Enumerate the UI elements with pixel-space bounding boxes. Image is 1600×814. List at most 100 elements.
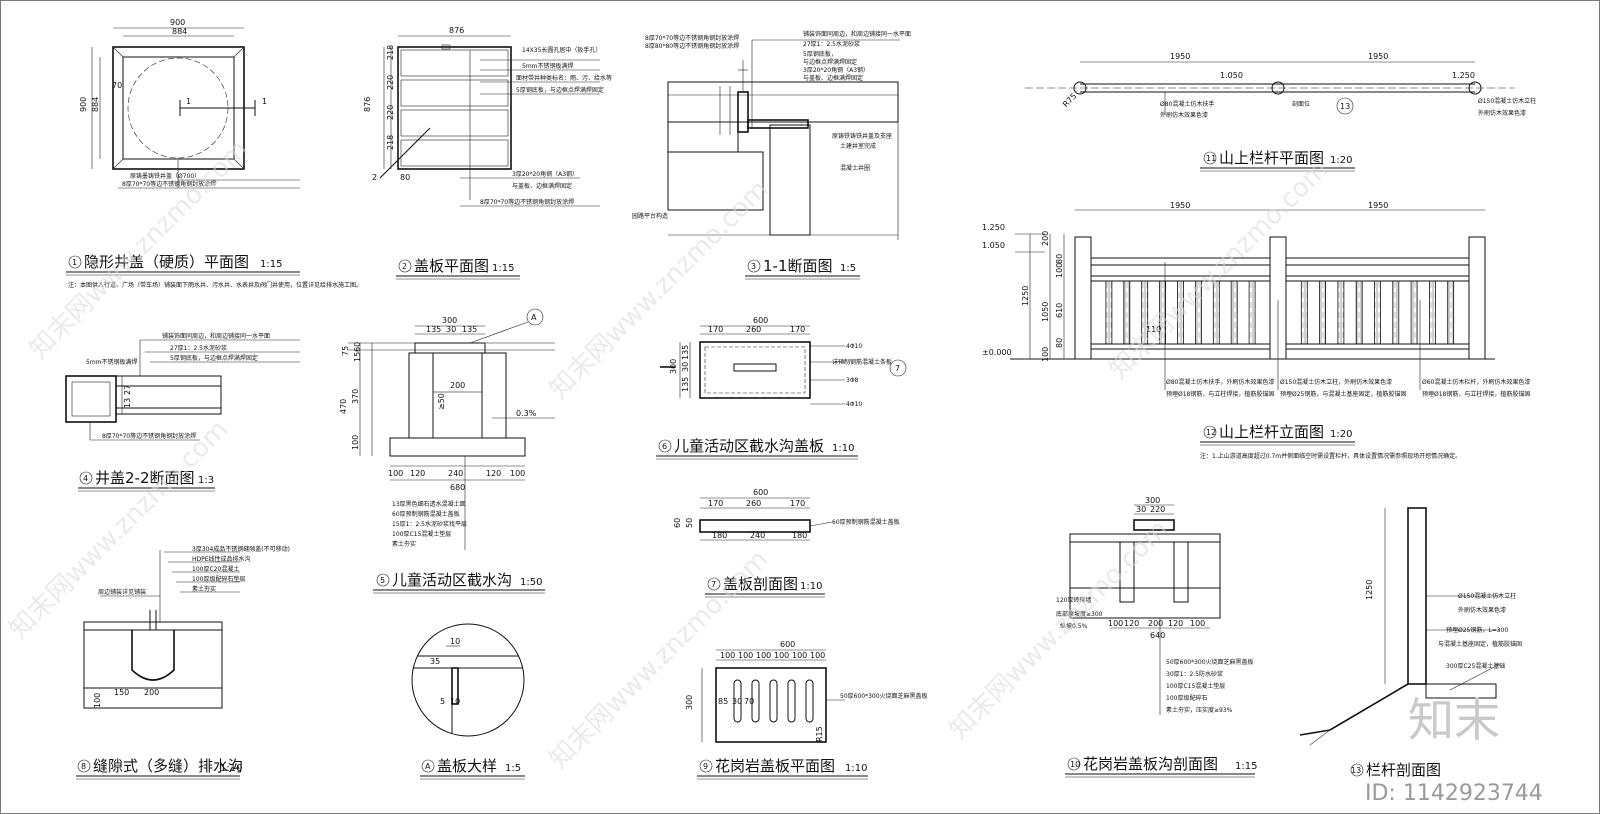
d12-note-4: 预埋Ø25钢筋，与混凝土基座固定，植筋胶锚固 bbox=[1280, 390, 1406, 398]
d1-number: 1 bbox=[72, 258, 77, 267]
d6-left-3: 30 bbox=[681, 362, 690, 372]
d12-elev-2: 1.050 bbox=[982, 241, 1005, 250]
post-left bbox=[1074, 236, 1092, 360]
d4-dim-2: 13 bbox=[123, 398, 132, 408]
d11-dim-2: 1950 bbox=[1368, 52, 1388, 61]
d4-note-3: 5厚钢底板，与边框点焊满焊固定 bbox=[170, 354, 258, 362]
d9-number: 9 bbox=[703, 762, 708, 771]
d12-mid: 110 bbox=[1146, 325, 1161, 334]
d2-note-1: 14X35长圆孔居中（扳手孔） bbox=[522, 46, 601, 54]
d6-tag: 7 bbox=[895, 364, 900, 373]
d13-note-5: 300厚C25混凝土基础 bbox=[1446, 662, 1505, 670]
d12-left-7: 80 bbox=[1055, 338, 1064, 348]
dim-left-inner: 884 bbox=[91, 97, 100, 112]
d5-title: 儿童活动区截水沟 bbox=[392, 571, 512, 589]
d11-label: 剖面位 bbox=[1292, 100, 1310, 108]
d8-dim-1: 100 bbox=[93, 693, 102, 708]
d13-number: 13 bbox=[1351, 766, 1361, 775]
d2-dim-80: 80 bbox=[400, 173, 410, 182]
d10-bottom-4: 120 bbox=[1168, 619, 1183, 628]
drawing-13-railing-section: 1250 Ø150混凝土仿木立柱 外刷仿木效果色漆 预埋Ø25钢筋，L=300 … bbox=[1299, 507, 1522, 779]
d3-notes-top: 8厚70*70等边不锈钢角钢封放涂焊 8厚80*80等边不锈钢角钢封放涂焊 铺装… bbox=[645, 30, 911, 82]
dim-top-outer: 900 bbox=[170, 18, 185, 27]
d11-dim-1: 1950 bbox=[1170, 52, 1190, 61]
d8-dim-2: 150 bbox=[114, 688, 129, 697]
baluster bbox=[1337, 280, 1345, 345]
d5-total: 680 bbox=[450, 483, 465, 492]
d11-number: 11 bbox=[1206, 154, 1216, 163]
d1-remark: 注：本图供人行道、广场（带车场）铺装面下雨水井、污水井、水表井及阀门井使用，位置… bbox=[68, 281, 362, 289]
d2-title: 盖板平面图 bbox=[414, 257, 489, 275]
dA-title: 盖板大样 bbox=[437, 757, 497, 775]
d5-bottom-5: 100 bbox=[510, 469, 525, 478]
d3-note-7: 3厚20*20角钢（A3钢） bbox=[803, 66, 869, 74]
cover-slot bbox=[733, 363, 777, 372]
d9-small-3: 70 bbox=[744, 697, 754, 706]
d12-number: 12 bbox=[1206, 428, 1216, 437]
d8-note-3: 100厚C20混凝土 bbox=[192, 565, 239, 573]
d10-bottom-1: 100 bbox=[1108, 619, 1123, 628]
d9-small-1: 85 bbox=[718, 697, 728, 706]
d10-top-1: 300 bbox=[1145, 496, 1160, 505]
d3-note-4: 27厚1：2.5水泥砂浆 bbox=[803, 40, 860, 48]
d2-row-1: 218 bbox=[386, 45, 395, 60]
dA-scale: 1:5 bbox=[505, 763, 521, 774]
d10-title: 花岗岩盖板沟剖面图 bbox=[1083, 755, 1218, 773]
d5-top-total: 300 bbox=[442, 316, 457, 325]
d11-scale: 1:20 bbox=[1330, 155, 1352, 166]
d5-layer-notes: 13厚黑色细石透水混凝土面 60厚预制钢筋混凝土盖板 15厚1：2.5水泥砂浆找… bbox=[392, 500, 467, 548]
section-mark-a: 1 bbox=[186, 97, 191, 106]
d13-note-2: 外刷仿木效果色漆 bbox=[1458, 606, 1506, 614]
d8-dim-3: 200 bbox=[144, 688, 159, 697]
d7-left-1: 60 bbox=[673, 518, 682, 528]
baluster bbox=[1141, 280, 1149, 345]
d11-sub-2: 1.250 bbox=[1452, 71, 1475, 80]
baluster bbox=[1447, 280, 1455, 345]
d12-scale: 1:20 bbox=[1330, 429, 1352, 440]
d9-title: 花岗岩盖板平面图 bbox=[715, 757, 835, 775]
railing-post-section bbox=[1407, 507, 1427, 685]
d4-note-bottom: 8厚70*70等边不锈钢角钢封放涂焊 bbox=[102, 432, 196, 440]
d9-note: 50厚600*300火烧面芝麻黑盖板 bbox=[840, 692, 928, 700]
baluster bbox=[1230, 280, 1238, 345]
d7-total: 600 bbox=[753, 488, 768, 497]
d2-number: 2 bbox=[402, 262, 407, 271]
d2-row-3: 220 bbox=[386, 105, 395, 120]
d10-number: 10 bbox=[1070, 760, 1080, 769]
d5-number: 5 bbox=[380, 576, 385, 585]
drawing-2-cover-plate-plan: 876 876 218 220 220 218 80 2 14X35长圆孔居中（… bbox=[363, 26, 612, 280]
d10-note-left-2: 底部原坡度≥300 bbox=[1056, 610, 1103, 618]
d12-elev-1: 1.250 bbox=[982, 223, 1005, 232]
d4-scale: 1:3 bbox=[198, 475, 214, 486]
d7-number: 7 bbox=[711, 580, 716, 589]
d5-left-4: 470 bbox=[339, 399, 348, 414]
d12-left-1: 200 bbox=[1041, 231, 1050, 246]
dim-top-inner: 884 bbox=[172, 27, 187, 36]
d6-note-1: 4Φ10 bbox=[846, 343, 862, 350]
d2-note-6: 与盖板、边框满焊固定 bbox=[512, 182, 572, 190]
d5-top-1: 135 bbox=[426, 325, 441, 334]
d2-scale: 1:15 bbox=[492, 263, 514, 274]
d5-layer-1: 13厚黑色细石透水混凝土面 bbox=[392, 500, 466, 508]
d12-remark: 注：1.上山游道高度超过0.7m并侧面临空时需设置栏杆，具体设置情况需参照现场开… bbox=[1200, 452, 1461, 460]
d12-dim-1: 1950 bbox=[1170, 201, 1190, 210]
d1-note-2: 8厚70*70等边不锈钢角钢封放涂焊 bbox=[122, 180, 216, 188]
baluster bbox=[1429, 280, 1436, 345]
d2-section: 2 bbox=[372, 173, 377, 182]
d3-note-6: 与边框点焊满焊固定 bbox=[803, 58, 857, 66]
d5-bottom-3: 240 bbox=[448, 469, 463, 478]
baluster bbox=[1392, 280, 1400, 345]
d4-dim-1: 27 bbox=[123, 385, 132, 395]
d12-note-1: Ø80混凝土仿木扶手，外刷仿木效果色漆 bbox=[1166, 378, 1274, 386]
d7-part-2: 260 bbox=[746, 499, 761, 508]
drawing-8-slot-drain: 3厚304成品不锈钢缝隙盖(不可移动) HDPE线性成品排水沟 100厚C20混… bbox=[76, 545, 290, 780]
d2-note-2: 5mm不锈钢板满焊 bbox=[522, 62, 574, 70]
d2-note-3: 面材带井种类标名：雨、污、给水等 bbox=[516, 74, 612, 82]
d9-radius: R15 bbox=[815, 726, 824, 742]
d12-note-5: Ø60混凝土仿木栏杆，外刷仿木效果色漆 bbox=[1422, 378, 1530, 386]
d4-note-2: 27厚1：2.5水泥砂浆 bbox=[170, 344, 227, 352]
d6-part-3: 170 bbox=[790, 325, 805, 334]
d3-note-5: 5厚钢底板， bbox=[803, 50, 837, 58]
d6-left-2: 135 bbox=[681, 345, 690, 360]
